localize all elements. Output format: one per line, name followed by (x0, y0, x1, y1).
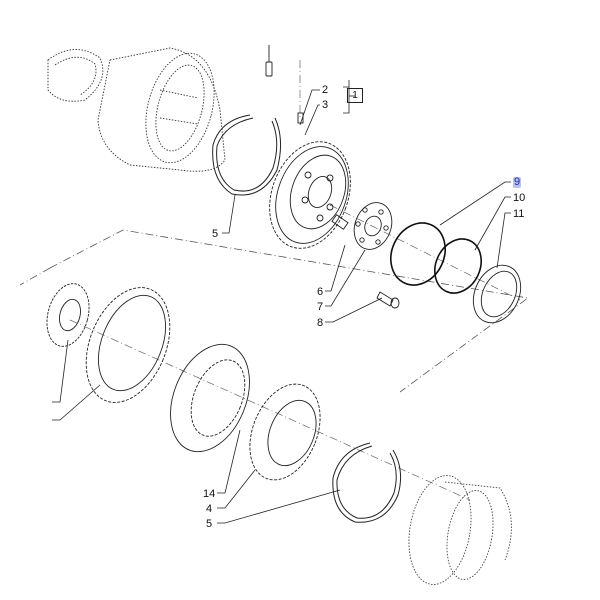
retainer-ring (472, 264, 522, 324)
clutch-drum (408, 475, 512, 585)
pin-and-plate (331, 202, 393, 250)
plug-screw (265, 45, 304, 124)
snap-ring-lower (332, 442, 402, 523)
callout-9-selected[interactable]: 9 (513, 176, 522, 188)
callout-14[interactable]: 14 (203, 488, 216, 500)
small-gear (46, 283, 90, 347)
callout-10[interactable]: 10 (513, 192, 526, 204)
axis-lines (69, 60, 521, 501)
callout-5-upper[interactable]: 5 (212, 228, 219, 240)
callout-6[interactable]: 6 (317, 286, 324, 298)
callout-4[interactable]: 4 (206, 503, 213, 515)
callout-5-lower[interactable]: 5 (206, 518, 213, 530)
clutch-housing-part (47, 47, 226, 172)
callout-3[interactable]: 3 (322, 99, 329, 111)
callout-7[interactable]: 7 (317, 301, 324, 313)
assembly-boundary (19, 229, 529, 393)
main-gear (269, 141, 351, 249)
friction-disc (170, 343, 250, 453)
o-rings (390, 222, 482, 294)
callout-11[interactable]: 11 (513, 208, 525, 220)
snap-ring-upper (212, 114, 281, 196)
large-gear (85, 287, 171, 403)
assembly-reference-box: 1 (347, 88, 363, 103)
bolt (376, 291, 400, 309)
callout-2[interactable]: 2 (322, 84, 329, 96)
leader-lines (52, 80, 511, 524)
callout-8[interactable]: 8 (317, 317, 324, 329)
